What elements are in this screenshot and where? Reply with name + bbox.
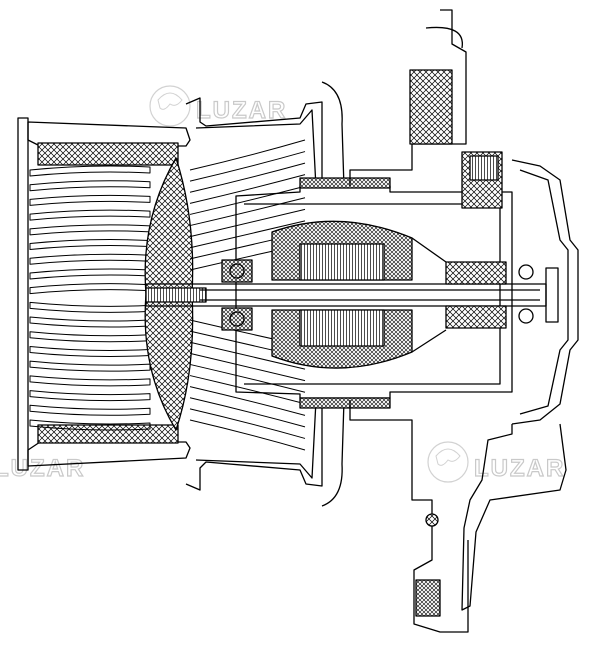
mounting-flange	[349, 9, 469, 633]
scroll-vane	[189, 208, 306, 238]
fan-blade	[29, 239, 151, 251]
motor-housing	[235, 177, 513, 409]
fan-blade	[29, 253, 151, 265]
cable-duct	[461, 423, 567, 611]
end-cap	[461, 151, 579, 425]
watermark-right-text: LUZAR	[474, 455, 565, 482]
fan-blade	[29, 301, 151, 313]
scroll-vane	[189, 185, 306, 215]
fan-blades	[29, 165, 151, 431]
scroll-vane	[189, 408, 306, 439]
watermark-bottom-right: LUZAR	[427, 441, 565, 483]
fan-blade	[29, 331, 151, 343]
scroll-vane	[189, 139, 306, 171]
rear-bearing	[445, 261, 534, 329]
scroll-vane	[189, 375, 306, 405]
watermark-bottom-left: LUZAR	[0, 454, 85, 482]
fan-blade	[29, 194, 151, 206]
fan-blade	[29, 165, 151, 177]
fan-blade	[29, 316, 151, 328]
fan-blade	[29, 209, 151, 221]
scroll-vane	[189, 419, 306, 451]
fan-blade	[29, 180, 151, 192]
scroll-vanes	[189, 139, 306, 451]
scroll-vane	[189, 151, 306, 182]
watermark-left-text: LUZAR	[0, 455, 85, 482]
fan-blade	[29, 345, 151, 357]
fan-blade	[29, 283, 151, 295]
scroll-housing	[185, 81, 345, 507]
scroll-vane	[189, 352, 306, 382]
fan-blade	[29, 419, 151, 431]
watermark-top: LUZAR	[149, 85, 286, 127]
scroll-vane	[189, 174, 306, 204]
front-bearing	[221, 259, 253, 331]
fan-blade	[29, 224, 151, 236]
fan-blade	[29, 375, 151, 387]
scroll-vane	[189, 197, 306, 227]
scroll-vane	[189, 220, 306, 249]
stator-core	[271, 220, 447, 369]
fan-blade	[29, 390, 151, 402]
scroll-vane	[189, 341, 306, 370]
scroll-vane	[189, 363, 306, 393]
scroll-vane	[189, 386, 306, 416]
fan-blade	[29, 268, 151, 280]
fan-blade	[29, 360, 151, 372]
scroll-vane	[189, 397, 306, 428]
motor-shaft	[145, 283, 547, 307]
scroll-vane	[189, 162, 306, 193]
fan-blade	[29, 404, 151, 416]
